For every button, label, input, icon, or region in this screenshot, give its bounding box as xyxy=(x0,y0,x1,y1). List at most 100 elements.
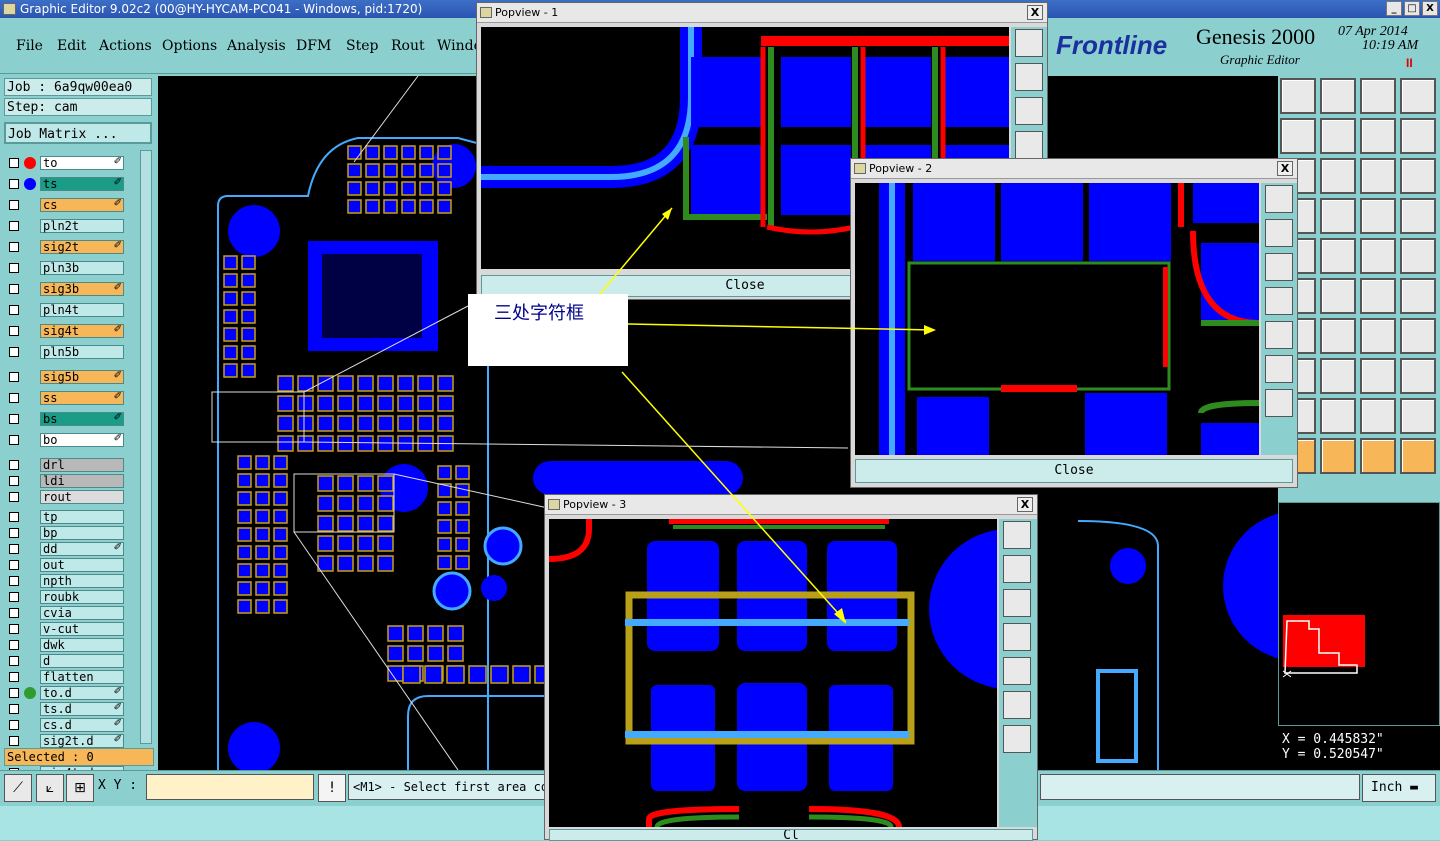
popview-1-title-bar[interactable]: Popview - 1 X xyxy=(477,3,1047,23)
layer-name[interactable]: ts.d xyxy=(40,702,124,716)
layer-checkbox[interactable] xyxy=(9,576,19,586)
layer-row-sig3b[interactable]: sig3b✐ xyxy=(6,282,124,296)
layer-name[interactable]: sig5b xyxy=(40,370,124,384)
close-button[interactable]: X xyxy=(1422,1,1438,16)
layer-checkbox[interactable] xyxy=(9,242,19,252)
rotate-icon[interactable] xyxy=(1360,118,1396,154)
close-icon[interactable]: X xyxy=(1277,161,1293,176)
layer-name[interactable]: rout xyxy=(40,490,124,504)
window-icon[interactable] xyxy=(1400,78,1436,114)
layer-row-roubk[interactable]: roubk xyxy=(6,590,124,604)
layer-checkbox[interactable] xyxy=(9,720,19,730)
layer-checkbox[interactable] xyxy=(9,221,19,231)
layer-row-dd[interactable]: dd✐ xyxy=(6,542,124,556)
alert-icon[interactable]: ! xyxy=(318,774,346,802)
layer-name[interactable]: drl xyxy=(40,458,124,472)
layer-row-sig2t[interactable]: sig2t✐ xyxy=(6,240,124,254)
menu-dfm[interactable]: DFM xyxy=(296,38,332,54)
line-icon[interactable] xyxy=(1360,278,1396,314)
ruler-icon[interactable] xyxy=(1360,238,1396,274)
layer-checkbox[interactable] xyxy=(9,372,19,382)
close-icon[interactable]: X xyxy=(1017,497,1033,512)
layer-name[interactable]: cs xyxy=(40,198,124,212)
layer-checkbox[interactable] xyxy=(9,560,19,570)
layer-checkbox[interactable] xyxy=(9,263,19,273)
layer-name[interactable]: pln4t xyxy=(40,303,124,317)
layer-row-sig5b[interactable]: sig5b✐ xyxy=(6,370,124,384)
popview-3-canvas[interactable] xyxy=(549,519,997,827)
ff-icon[interactable] xyxy=(1400,318,1436,354)
maximize-button[interactable]: □ xyxy=(1404,1,1420,16)
layer-row-out[interactable]: out xyxy=(6,558,124,572)
pointer-alt-icon[interactable] xyxy=(1320,438,1356,474)
route-icon[interactable] xyxy=(1400,438,1436,474)
line-alt-icon[interactable] xyxy=(1400,278,1436,314)
layer-row-pln2t[interactable]: pln2t xyxy=(6,219,124,233)
layer-checkbox[interactable] xyxy=(9,512,19,522)
layer-row-sig4t[interactable]: sig4t✐ xyxy=(6,324,124,338)
popview-2-canvas[interactable] xyxy=(855,183,1259,455)
grid-icon[interactable]: ⊞ xyxy=(66,774,94,802)
select-icon[interactable] xyxy=(1360,438,1396,474)
layer-row-ts.d[interactable]: ts.d✐ xyxy=(6,702,124,716)
layer-checkbox[interactable] xyxy=(9,736,19,746)
layer-checkbox[interactable] xyxy=(9,326,19,336)
save-icon[interactable] xyxy=(1320,78,1356,114)
minimize-button[interactable]: _ xyxy=(1386,1,1402,16)
pan-up-icon[interactable] xyxy=(1265,219,1293,247)
move-left-icon[interactable] xyxy=(1280,118,1316,154)
layer-row-to[interactable]: to✐ xyxy=(6,156,124,170)
node-alt-icon[interactable] xyxy=(1400,198,1436,234)
triangle-red-icon[interactable] xyxy=(1360,398,1396,434)
cross-icon[interactable] xyxy=(1320,278,1356,314)
menu-analysis[interactable]: Analysis xyxy=(227,38,286,54)
help-icon[interactable] xyxy=(1400,158,1436,194)
layer-name[interactable]: pln3b xyxy=(40,261,124,275)
popview-3-title-bar[interactable]: Popview - 3 X xyxy=(545,495,1037,515)
pan-down-icon[interactable] xyxy=(1265,253,1293,281)
layer-checkbox[interactable] xyxy=(9,492,19,502)
menu-options[interactable]: Options xyxy=(162,38,218,54)
layer-list-scrollbar[interactable] xyxy=(140,150,152,744)
move-right-icon[interactable] xyxy=(1320,118,1356,154)
layer-name[interactable]: pln5b xyxy=(40,345,124,359)
menu-actions[interactable]: Actions xyxy=(99,38,152,54)
units-select[interactable]: Inch ▬ xyxy=(1362,774,1436,802)
pan-up-icon[interactable] xyxy=(1015,63,1043,91)
open-icon[interactable] xyxy=(1280,78,1316,114)
minus-icon[interactable] xyxy=(1320,358,1356,394)
layer-row-ts[interactable]: ts✐ xyxy=(6,177,124,191)
layer-checkbox[interactable] xyxy=(9,435,19,445)
menu-step[interactable]: Step xyxy=(346,38,379,54)
menu-file[interactable]: File xyxy=(16,38,43,54)
triangle-cut-icon[interactable] xyxy=(1400,398,1436,434)
layer-row-bs[interactable]: bs✐ xyxy=(6,412,124,426)
layer-row-ss[interactable]: ss✐ xyxy=(6,391,124,405)
layer-name[interactable]: roubk xyxy=(40,590,124,604)
layer-row-flatten[interactable]: flatten xyxy=(6,670,124,684)
layer-name[interactable]: sig2t xyxy=(40,240,124,254)
layer-name[interactable]: v-cut xyxy=(40,622,124,636)
xy-input[interactable] xyxy=(146,774,314,800)
layer-checkbox[interactable] xyxy=(9,476,19,486)
layer-name[interactable]: to.d xyxy=(40,686,124,700)
zoom-in-icon[interactable] xyxy=(1265,355,1293,383)
layer-name[interactable]: sig4t xyxy=(40,324,124,338)
layer-checkbox[interactable] xyxy=(9,305,19,315)
triangle-alt-icon[interactable] xyxy=(1320,398,1356,434)
layer-checkbox[interactable] xyxy=(9,688,19,698)
node-icon[interactable] xyxy=(1360,198,1396,234)
slash-icon[interactable] xyxy=(1320,318,1356,354)
layer-row-pln4t[interactable]: pln4t xyxy=(6,303,124,317)
snap-icon[interactable]: ⟋ xyxy=(4,774,32,802)
layer-row-to.d[interactable]: to.d✐ xyxy=(6,686,124,700)
layer-name[interactable]: cvia xyxy=(40,606,124,620)
layer-name[interactable]: d xyxy=(40,654,124,668)
menu-edit[interactable]: Edit xyxy=(57,38,87,54)
center-icon[interactable] xyxy=(1320,158,1356,194)
layer-row-cvia[interactable]: cvia xyxy=(6,606,124,620)
layer-name[interactable]: npth xyxy=(40,574,124,588)
layer-checkbox[interactable] xyxy=(9,393,19,403)
layer-name[interactable]: flatten xyxy=(40,670,124,684)
circle-icon[interactable] xyxy=(1400,238,1436,274)
